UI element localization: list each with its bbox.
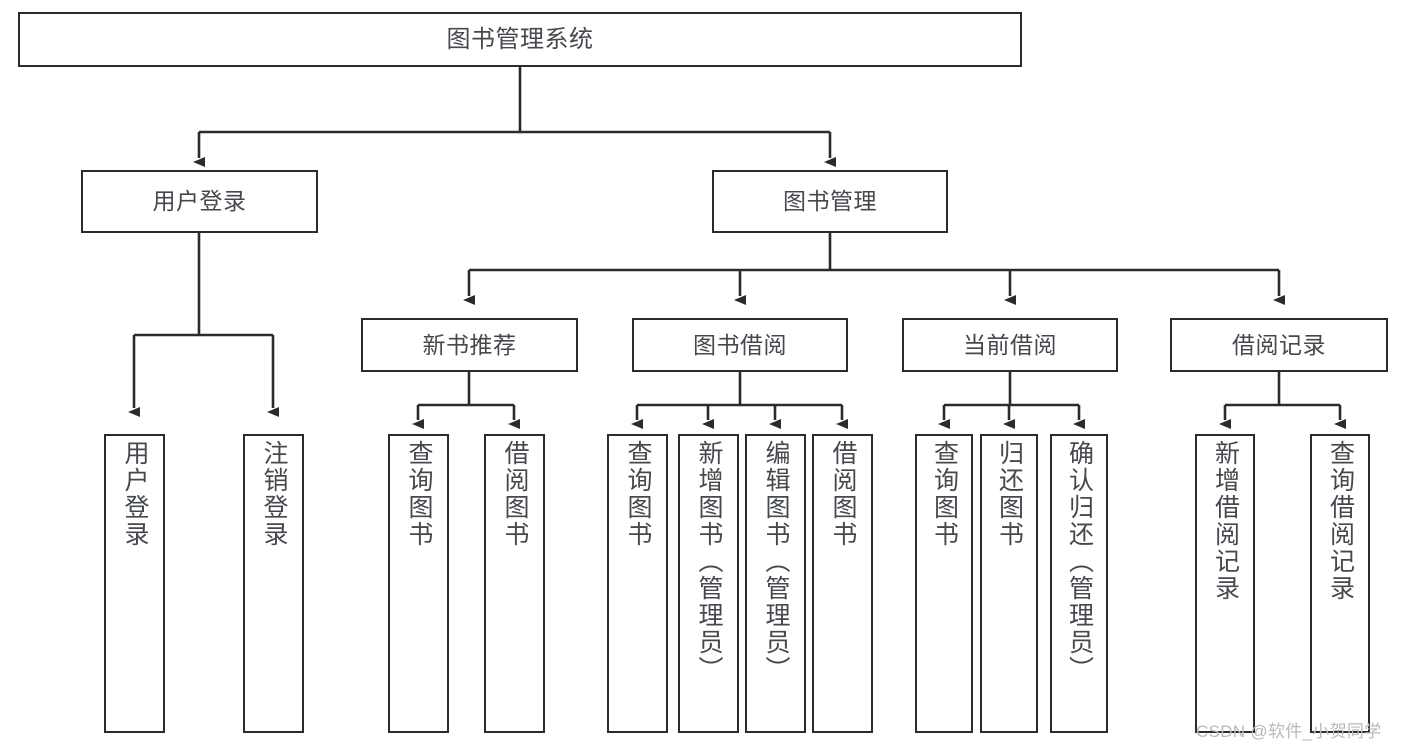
node-label: 图书借阅 — [693, 331, 787, 358]
node-current-borrow[interactable]: 当前借阅 — [902, 318, 1118, 372]
node-new-book-recommend[interactable]: 新书推荐 — [361, 318, 578, 372]
node-label: 新增借阅记录 — [1211, 440, 1240, 602]
node-label: 确认归还（管理员） — [1065, 440, 1094, 683]
node-book-management[interactable]: 图书管理 — [712, 170, 948, 233]
leaf-edit-book-admin[interactable]: 编辑图书（管理员） — [745, 434, 806, 733]
node-label: 新增图书（管理员） — [695, 440, 723, 683]
node-label: 图书管理系统 — [446, 25, 594, 53]
node-label: 借阅图书 — [829, 440, 857, 548]
node-label: 归还图书 — [995, 440, 1024, 548]
node-label: 编辑图书（管理员） — [762, 440, 790, 683]
leaf-logout[interactable]: 注销登录 — [243, 434, 304, 733]
node-label: 查询图书 — [624, 440, 652, 548]
leaf-borrow-book[interactable]: 借阅图书 — [812, 434, 873, 733]
node-label: 查询借阅记录 — [1326, 440, 1355, 602]
node-borrow-record[interactable]: 借阅记录 — [1170, 318, 1388, 372]
csdn-watermark: CSDN @软件_小贺同学 — [1196, 722, 1382, 741]
node-label: 用户登录 — [121, 440, 149, 548]
node-label: 用户登录 — [152, 188, 247, 215]
node-label: 当前借阅 — [963, 331, 1057, 358]
leaf-query-borrow-record[interactable]: 查询借阅记录 — [1310, 434, 1370, 733]
leaf-return-book[interactable]: 归还图书 — [980, 434, 1038, 733]
node-label: 查询图书 — [405, 440, 433, 548]
node-label: 图书管理 — [783, 188, 877, 215]
node-label: 借阅记录 — [1232, 331, 1326, 358]
leaf-borrow-book-recommend[interactable]: 借阅图书 — [484, 434, 545, 733]
node-book-borrow[interactable]: 图书借阅 — [632, 318, 848, 372]
leaf-query-book-recommend[interactable]: 查询图书 — [388, 434, 449, 733]
node-label: 借阅图书 — [501, 440, 529, 548]
node-user-login[interactable]: 用户登录 — [81, 170, 318, 233]
node-label: 查询图书 — [930, 440, 959, 548]
node-label: 新书推荐 — [422, 331, 517, 358]
node-root-system[interactable]: 图书管理系统 — [18, 12, 1022, 67]
leaf-user-login[interactable]: 用户登录 — [104, 434, 165, 733]
leaf-query-book-borrow[interactable]: 查询图书 — [607, 434, 668, 733]
leaf-confirm-return-admin[interactable]: 确认归还（管理员） — [1050, 434, 1108, 733]
leaf-add-borrow-record[interactable]: 新增借阅记录 — [1195, 434, 1255, 733]
leaf-query-book-current[interactable]: 查询图书 — [915, 434, 973, 733]
leaf-add-book-admin[interactable]: 新增图书（管理员） — [678, 434, 739, 733]
node-label: 注销登录 — [260, 440, 288, 548]
